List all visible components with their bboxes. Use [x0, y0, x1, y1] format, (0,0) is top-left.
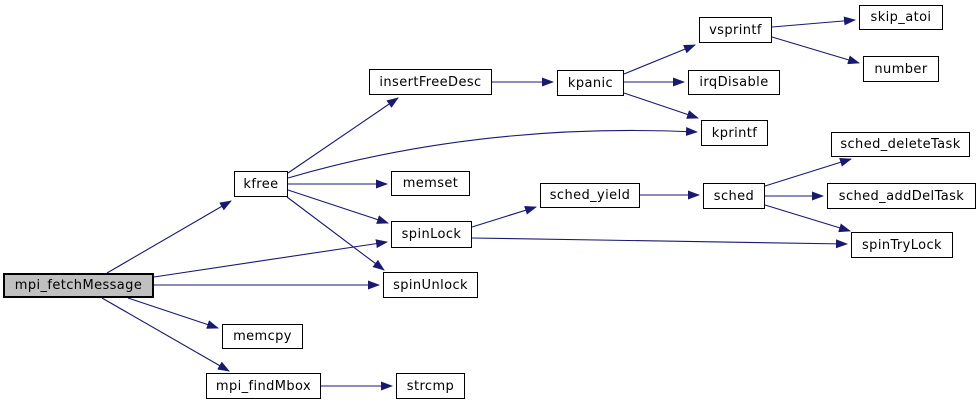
node-label: memset: [402, 176, 459, 191]
node-label: kfree: [243, 176, 279, 192]
node-label: spinLock: [401, 227, 462, 242]
node-label: mpi_fetchMessage: [14, 278, 143, 293]
edge-mpi_fetchMessage-to-memcpy: [127, 297, 219, 329]
node-kprintf[interactable]: kprintf: [701, 120, 768, 146]
node-label: sched_deleteTask: [840, 137, 961, 152]
edge-sched-to-sched_deleteTask: [764, 158, 852, 187]
node-kfree[interactable]: kfree: [234, 171, 288, 197]
edge-spinLock-to-spinTryLock: [471, 237, 848, 249]
node-spinTryLock[interactable]: spinTryLock: [851, 232, 953, 258]
node-label: kpanic: [567, 75, 614, 91]
node-skip_atoi[interactable]: skip_atoi: [859, 5, 943, 30]
edge-mpi_fetchMessage-to-spinLock: [153, 239, 388, 278]
node-label: irqDisable: [699, 75, 769, 90]
node-sched_yield[interactable]: sched_yield: [540, 183, 640, 208]
edge-vsprintf-to-skip_atoi: [771, 16, 856, 28]
node-kpanic[interactable]: kpanic: [557, 70, 624, 96]
node-label: sched_yield: [549, 188, 631, 203]
edge-kfree-to-spinLock: [287, 189, 389, 224]
edge-mpi_fetchMessage-to-kfree: [106, 200, 232, 274]
node-memcpy[interactable]: memcpy: [222, 324, 303, 349]
edge-vsprintf-to-number: [771, 36, 860, 65]
edge-kpanic-to-vsprintf: [623, 44, 696, 75]
node-spinLock[interactable]: spinLock: [391, 221, 472, 248]
node-label: spinUnlock: [393, 277, 468, 293]
node-memset[interactable]: memset: [391, 171, 470, 196]
node-number[interactable]: number: [863, 56, 939, 82]
node-label: insertFreeDesc: [379, 74, 482, 90]
node-sched_addDelTask[interactable]: sched_addDelTask: [827, 183, 976, 209]
node-label: kprintf: [711, 125, 758, 141]
node-sched[interactable]: sched: [703, 183, 765, 209]
node-label: spinTryLock: [862, 237, 942, 253]
node-label: vsprintf: [709, 22, 762, 38]
edge-kfree-to-insertFreeDesc: [287, 97, 399, 174]
edge-kfree-to-kprintf: [287, 127, 698, 179]
node-label: strcmp: [406, 378, 455, 394]
node-label: skip_atoi: [870, 10, 932, 25]
edge-kpanic-to-kprintf: [623, 92, 699, 119]
edge-spinLock-to-sched_yield: [471, 205, 537, 228]
edge-mpi_fetchMessage-to-mpi_findMbox: [101, 297, 230, 372]
edge-sched-to-spinTryLock: [764, 204, 851, 233]
node-strcmp[interactable]: strcmp: [396, 373, 465, 399]
node-vsprintf[interactable]: vsprintf: [699, 17, 772, 43]
node-label: mpi_findMbox: [215, 378, 312, 394]
node-sched_deleteTask[interactable]: sched_deleteTask: [831, 132, 970, 157]
node-spinUnlock[interactable]: spinUnlock: [383, 272, 478, 298]
node-mpi_fetchMessage: mpi_fetchMessage: [3, 273, 154, 298]
node-label: memcpy: [233, 329, 292, 344]
node-insertFreeDesc[interactable]: insertFreeDesc: [369, 69, 492, 95]
node-mpi_findMbox[interactable]: mpi_findMbox: [206, 373, 321, 399]
node-label: sched_addDelTask: [838, 188, 965, 204]
node-label: number: [874, 61, 928, 77]
edge-kfree-to-spinUnlock: [286, 196, 385, 271]
node-irqDisable[interactable]: irqDisable: [688, 70, 780, 95]
node-label: sched: [713, 188, 755, 204]
